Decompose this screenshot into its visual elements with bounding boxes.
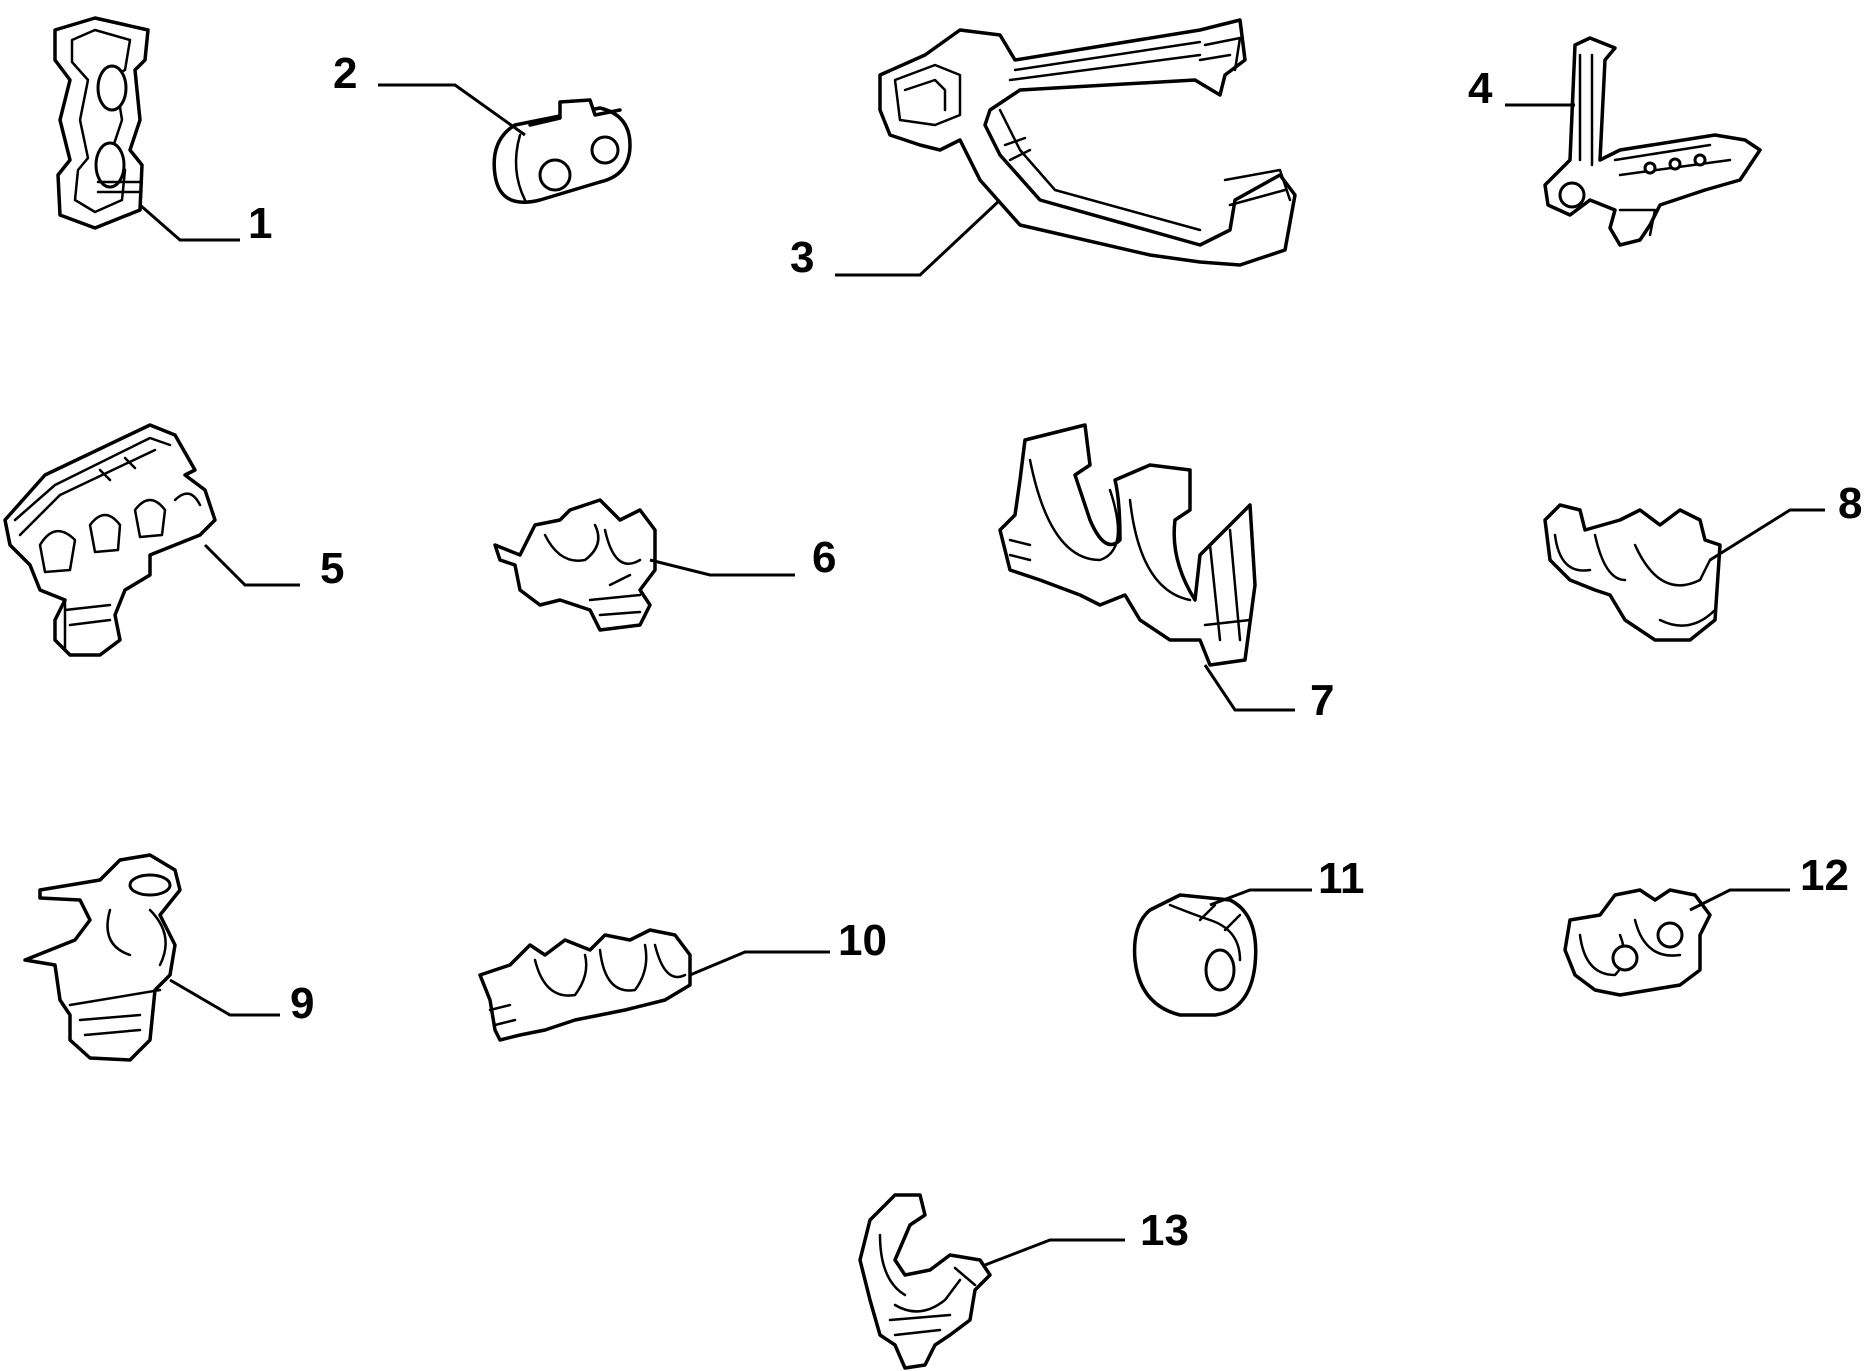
part-11-callout: 11: [1209, 854, 1365, 907]
part-4-label: 4: [1468, 64, 1493, 113]
part-5-clip-drawing: [3, 423, 217, 657]
part-3-callout: 3: [790, 198, 1002, 282]
part-6-callout: 6: [649, 533, 836, 582]
part-4-callout: 4: [1468, 64, 1575, 113]
part-4-clip-drawing: [1543, 36, 1762, 247]
part-9-callout: 9: [169, 978, 314, 1028]
part-13-clip-drawing: [858, 1193, 992, 1370]
part-8-label: 8: [1838, 479, 1862, 528]
part-9-clip-drawing: [23, 853, 182, 1062]
part-5-callout: 5: [203, 543, 344, 593]
part-8-clip-drawing: [1543, 503, 1722, 642]
part-8-callout: 8: [1709, 479, 1862, 562]
part-11-label: 11: [1318, 854, 1365, 903]
part-12-clip-drawing: [1563, 888, 1712, 997]
part-2-callout: 2: [333, 49, 526, 137]
part-13-label: 13: [1140, 1206, 1189, 1255]
part-5-label: 5: [320, 544, 344, 593]
part-12-callout: 12: [1689, 851, 1849, 912]
part-11-grommet-drawing: [1132, 893, 1258, 1017]
part-7-clip-drawing: [998, 423, 1257, 667]
part-3-label: 3: [790, 233, 814, 282]
part-9-label: 9: [290, 979, 314, 1028]
part-7-label: 7: [1310, 676, 1334, 725]
part-10-callout: 10: [689, 916, 887, 977]
part-1-label: 1: [248, 199, 272, 248]
part-2-grommet-drawing: [492, 98, 632, 204]
part-12-label: 12: [1800, 851, 1849, 900]
part-1-callout: 1: [139, 199, 272, 248]
part-1-bracket-drawing: [53, 16, 150, 230]
part-10-label: 10: [838, 916, 887, 965]
part-7-callout: 7: [1203, 664, 1334, 725]
part-10-clip-drawing: [478, 928, 692, 1042]
part-13-callout: 13: [984, 1206, 1189, 1267]
part-6-clip-drawing: [493, 498, 657, 632]
part-2-label: 2: [333, 49, 357, 98]
part-3-u-bracket-drawing: [878, 18, 1297, 267]
part-6-label: 6: [812, 533, 836, 582]
